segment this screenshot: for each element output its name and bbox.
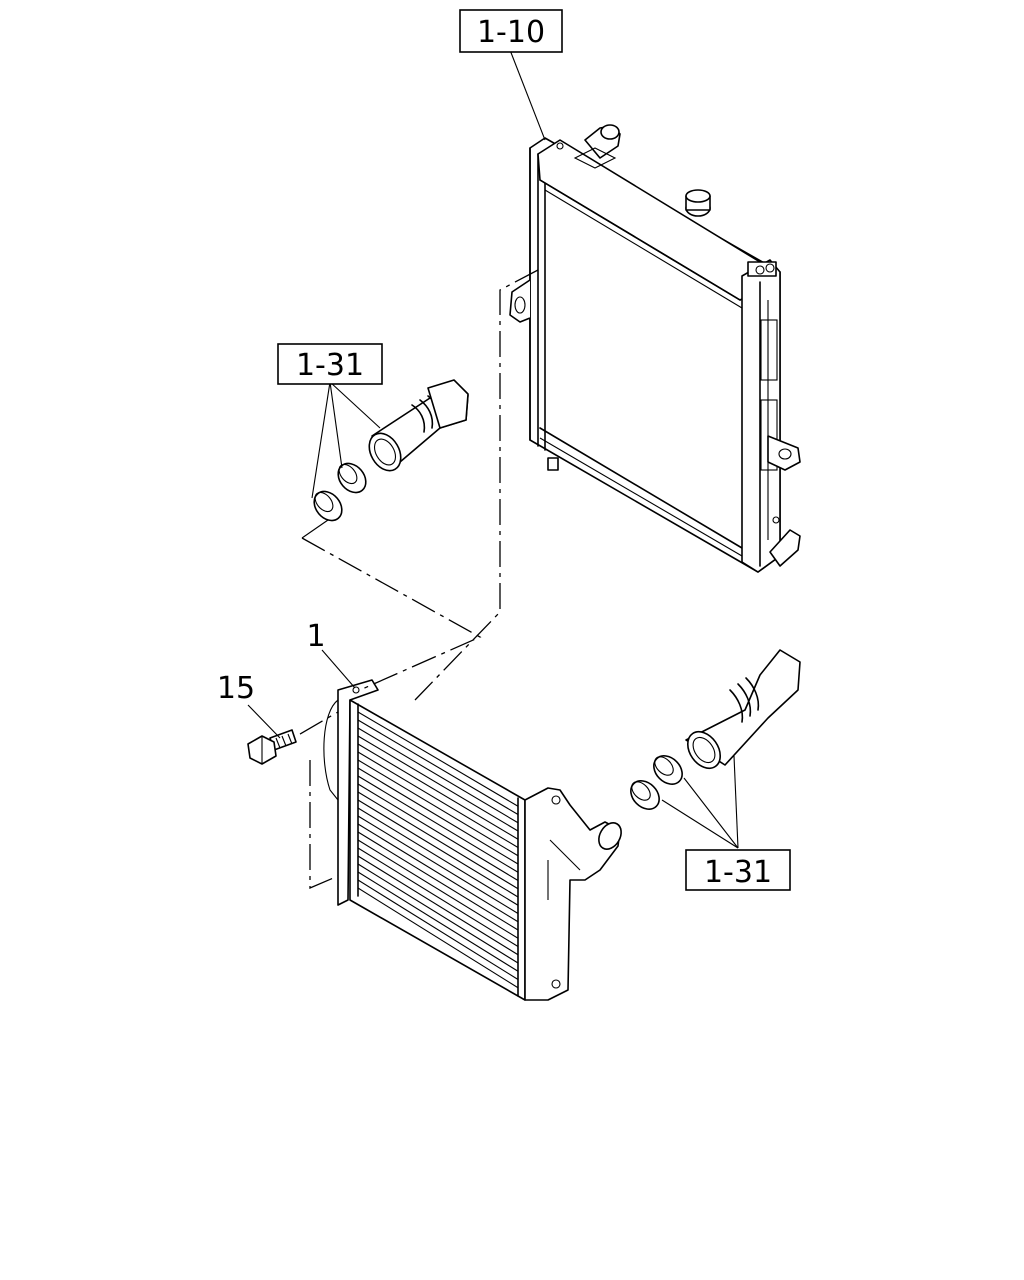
assembly-line-bracket [309,760,339,889]
bolt-icon [247,729,297,765]
assembly-line-radiator [414,269,539,701]
bolt-label: 15 [217,671,255,706]
hose-ref-box-upper [277,343,383,385]
clamp-icon [630,755,683,810]
hose-ref-label-lower: 1-31 [704,855,772,890]
hose-ref-label-upper: 1-31 [296,348,364,383]
intercooler-icon [323,679,622,1001]
hose-icon [368,379,469,472]
assembly-line-hose-clamp [301,519,329,539]
intercooler-fins [357,711,519,989]
radiator-icon [509,124,801,573]
radiator-ref-label: 1-10 [477,15,545,50]
assembly-line-hose [301,537,482,691]
intercooler-label: 1 [306,619,325,654]
radiator-ref-box [459,9,563,53]
assembly-line-bolt [299,711,339,735]
hose-icon [685,649,801,770]
clamp-icon [313,462,367,522]
hose-ref-box-lower [685,849,791,891]
